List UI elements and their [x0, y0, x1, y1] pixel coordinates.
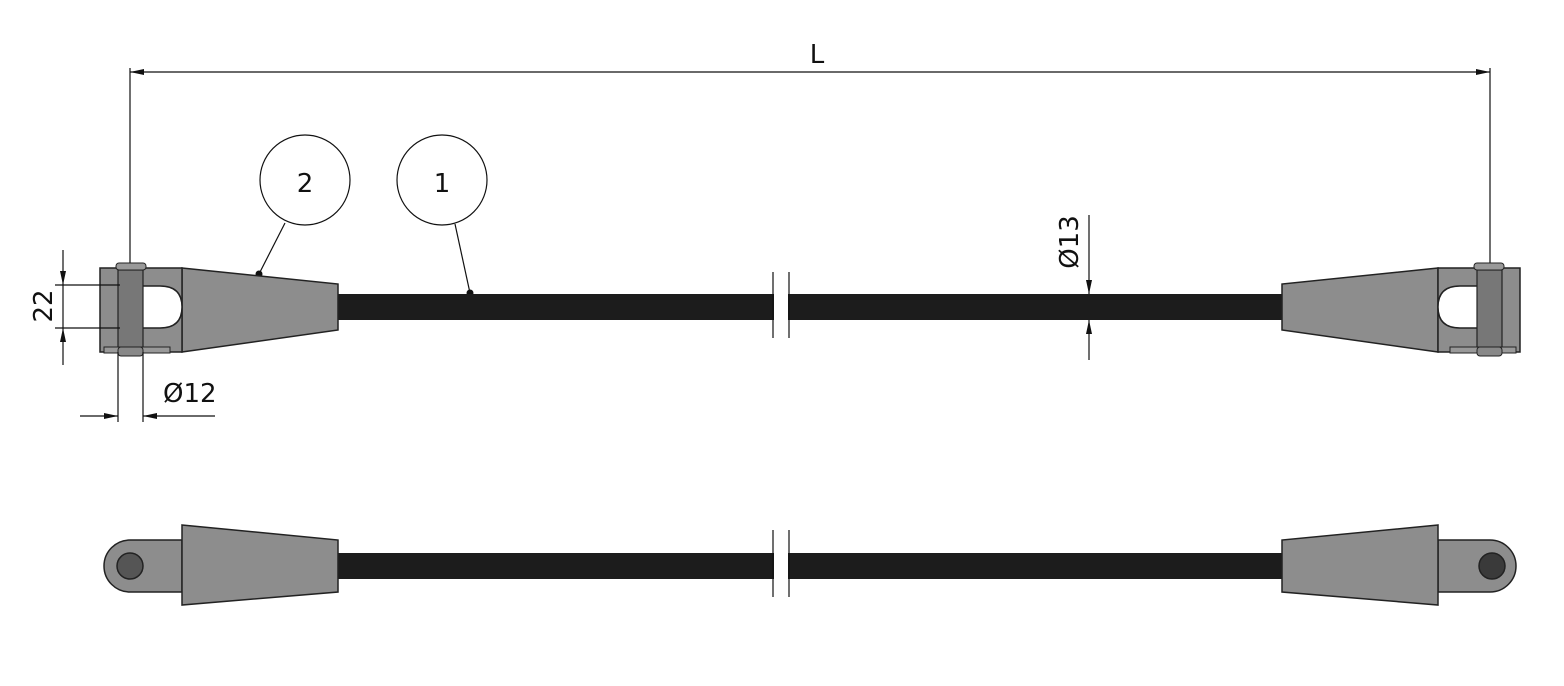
rod-segment — [788, 294, 1285, 320]
left-fork-fitting — [99, 262, 339, 357]
svg-text:2: 2 — [297, 169, 314, 199]
balloon-1: 1 — [396, 134, 488, 297]
rod-segment — [788, 553, 1285, 579]
balloon-2: 2 — [255, 134, 351, 278]
pin-diameter-dimension: Ø12 — [80, 352, 217, 422]
svg-text:1: 1 — [434, 169, 451, 199]
length-dimension: L — [129, 40, 1491, 268]
fork-width-dimension: 22 — [29, 250, 120, 365]
rod-diameter-dimension: Ø13 — [1055, 215, 1092, 360]
pin-diameter-label: Ø12 — [163, 379, 217, 409]
fork-width-label: 22 — [29, 289, 59, 322]
right-eye-fitting — [1281, 524, 1517, 606]
rod-segment — [336, 553, 774, 579]
side-view — [103, 524, 1517, 606]
rod-diameter-label: Ø13 — [1055, 215, 1085, 269]
rod-segment — [336, 294, 774, 320]
top-view — [99, 262, 1521, 357]
length-label: L — [810, 40, 825, 70]
right-fork-fitting — [1281, 262, 1521, 357]
left-eye-fitting — [103, 524, 339, 606]
